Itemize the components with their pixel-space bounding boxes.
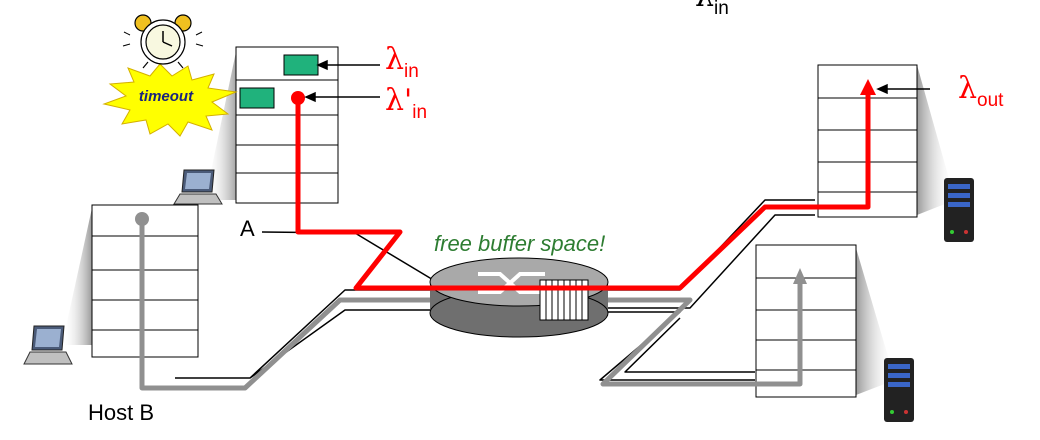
laptop-icon: [173, 169, 223, 205]
host-b-shadow: [62, 208, 92, 345]
packet-original: [283, 54, 319, 76]
free-buffer-label: free buffer space!: [434, 231, 606, 256]
host-a-shadow: [205, 47, 238, 200]
server-top-shadow: [917, 65, 955, 215]
server-icon: [944, 178, 974, 242]
receiver-bottom-buffer: [755, 244, 857, 398]
red-flow: [295, 93, 871, 291]
server-icon: [884, 358, 914, 422]
label-arrows: [304, 59, 930, 103]
timeout-label: timeout: [139, 88, 194, 105]
server-bottom-shadow: [856, 248, 895, 395]
alarm-clock-icon: [122, 14, 204, 69]
gray-arrowhead: [793, 268, 807, 284]
red-arrowhead: [860, 79, 876, 95]
lambda-in-label: λin: [385, 42, 419, 83]
host-b-buffer: [91, 204, 199, 358]
lambda-out-label: λout: [958, 71, 1004, 112]
red-flow-source: [291, 91, 305, 105]
lambda-in-top-label: λin: [695, 0, 729, 19]
gray-flow: [135, 212, 803, 391]
host-b-label: Host B: [88, 400, 155, 425]
timeout-burst-icon: timeout: [102, 63, 238, 137]
router-icon: [429, 257, 609, 338]
lambda-prime-in-label: λ'in: [385, 83, 428, 124]
packet-retransmit: [239, 87, 275, 109]
host-a-label: A: [240, 216, 255, 241]
laptop-icon: [23, 325, 73, 365]
